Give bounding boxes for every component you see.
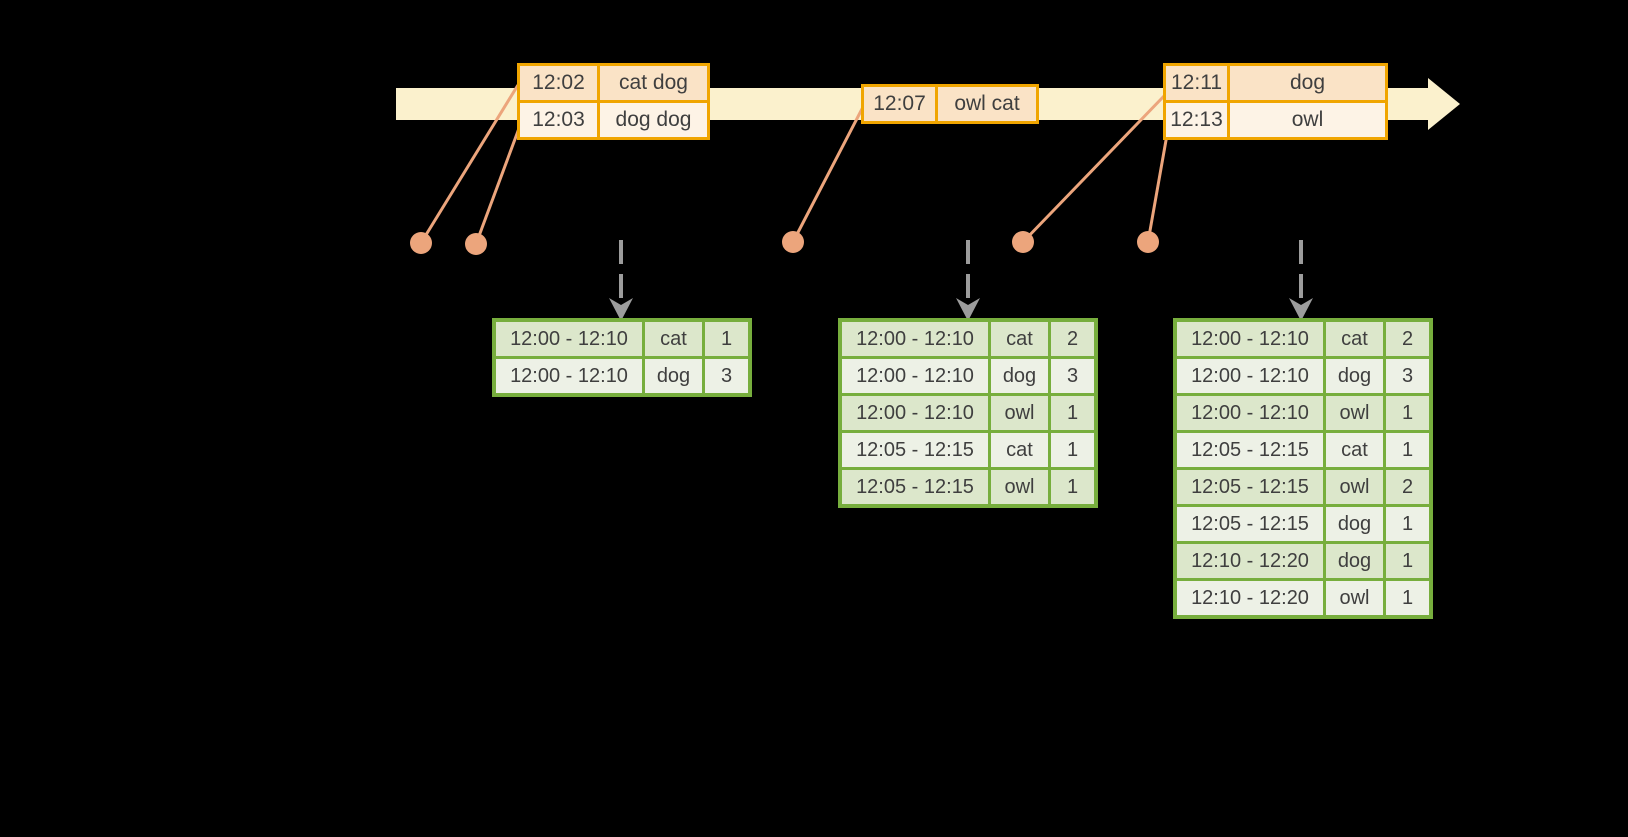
count-cell: 1 [1386,433,1429,467]
connector-line [1021,93,1167,244]
trigger-arrows [619,240,1303,300]
count-cell: 2 [1386,470,1429,504]
window-cell: 12:05 - 12:15 [1177,507,1323,541]
event-table-1211: 12:11 dog 12:13 owl [1163,63,1388,140]
word-cell: owl [1326,470,1383,504]
count-cell: 1 [1051,470,1094,504]
event-time-cell: 12:11 [1166,66,1227,100]
event-words-cell: dog dog [600,103,707,137]
count-cell: 1 [1386,507,1429,541]
word-cell: cat [645,322,702,356]
word-cell: cat [1326,322,1383,356]
event-time-cell: 12:03 [520,103,597,137]
event-dot-icon [1012,231,1034,253]
window-cell: 12:00 - 12:10 [496,359,642,393]
connector-line [791,106,865,243]
word-cell: dog [645,359,702,393]
event-table-1202: 12:02 cat dog 12:03 dog dog [517,63,710,140]
event-dot-icon [1137,231,1159,253]
word-cell: owl [1326,581,1383,615]
window-cell: 12:05 - 12:15 [1177,433,1323,467]
count-cell: 3 [705,359,748,393]
event-arrival-dots [410,231,1159,255]
count-cell: 2 [1051,322,1094,356]
count-cell: 1 [705,322,748,356]
word-cell: dog [1326,507,1383,541]
down-arrowhead-icon [956,298,980,321]
down-arrowhead-icon [1289,298,1313,321]
count-cell: 3 [1386,359,1429,393]
event-words-cell: owl [1230,103,1385,137]
trigger-arrowheads [609,298,1313,321]
event-time-cell: 12:13 [1166,103,1227,137]
window-cell: 12:05 - 12:15 [1177,470,1323,504]
window-cell: 12:00 - 12:10 [842,322,988,356]
word-cell: dog [1326,359,1383,393]
count-cell: 1 [1051,396,1094,430]
word-cell: cat [1326,433,1383,467]
count-cell: 1 [1386,581,1429,615]
word-cell: cat [991,433,1048,467]
word-cell: dog [991,359,1048,393]
word-cell: owl [991,396,1048,430]
event-table-1207: 12:07 owl cat [861,84,1039,124]
event-dot-icon [410,232,432,254]
connector-line [1146,128,1170,243]
window-cell: 12:00 - 12:10 [1177,322,1323,356]
word-cell: cat [991,322,1048,356]
connector-line [419,84,520,244]
window-cell: 12:00 - 12:10 [1177,359,1323,393]
event-dot-icon [465,233,487,255]
window-cell: 12:05 - 12:15 [842,433,988,467]
count-cell: 1 [1051,433,1094,467]
connector-line [474,122,523,245]
window-cell: 12:00 - 12:10 [1177,396,1323,430]
window-cell: 12:10 - 12:20 [1177,544,1323,578]
event-words-cell: owl cat [938,87,1036,121]
event-dot-icon [782,231,804,253]
window-cell: 12:05 - 12:15 [842,470,988,504]
window-cell: 12:00 - 12:10 [496,322,642,356]
result-table-3: 12:00 - 12:10 cat 2 12:00 - 12:10 dog 3 … [1173,318,1433,619]
result-table-2: 12:00 - 12:10 cat 2 12:00 - 12:10 dog 3 … [838,318,1098,508]
event-words-cell: dog [1230,66,1385,100]
window-cell: 12:00 - 12:10 [842,396,988,430]
event-time-cell: 12:07 [864,87,935,121]
event-time-cell: 12:02 [520,66,597,100]
result-table-1: 12:00 - 12:10 cat 1 12:00 - 12:10 dog 3 [492,318,752,397]
event-words-cell: cat dog [600,66,707,100]
window-cell: 12:10 - 12:20 [1177,581,1323,615]
event-connector-lines [419,84,1170,245]
word-cell: owl [991,470,1048,504]
down-arrowhead-icon [609,298,633,321]
count-cell: 2 [1386,322,1429,356]
window-cell: 12:00 - 12:10 [842,359,988,393]
word-cell: owl [1326,396,1383,430]
count-cell: 1 [1386,544,1429,578]
count-cell: 1 [1386,396,1429,430]
word-cell: dog [1326,544,1383,578]
count-cell: 3 [1051,359,1094,393]
